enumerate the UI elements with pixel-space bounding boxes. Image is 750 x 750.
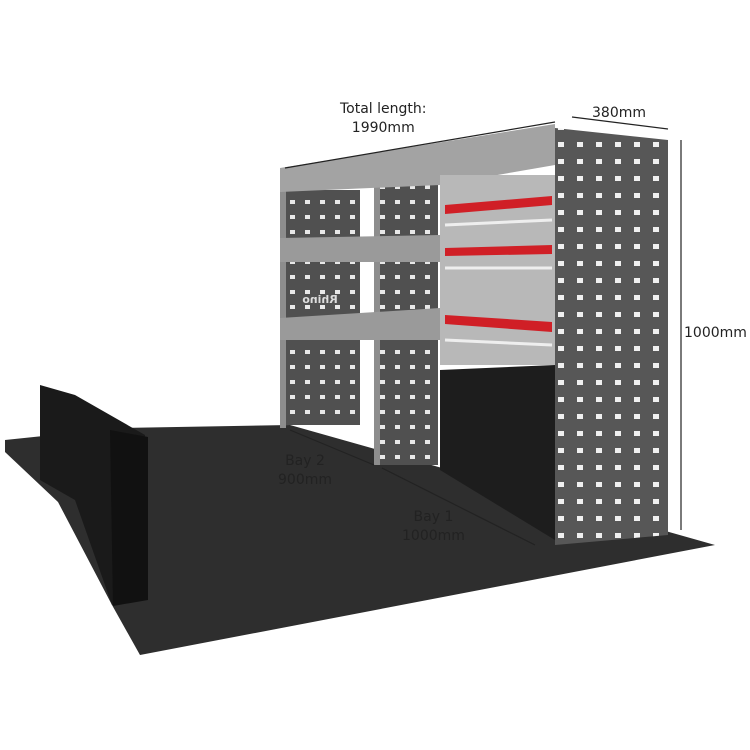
height-value: 1000mm bbox=[684, 325, 747, 341]
bay2-label: Bay 2 900mm bbox=[278, 452, 332, 490]
bay2-value: 900mm bbox=[278, 472, 332, 488]
bay1-label: Bay 1 1000mm bbox=[402, 508, 465, 546]
drawer-handle bbox=[445, 245, 552, 256]
bay2-text: Bay 2 bbox=[285, 453, 325, 469]
storage-box bbox=[440, 365, 555, 540]
drawer-handle bbox=[445, 196, 552, 214]
total-length-text: Total length: bbox=[340, 101, 427, 117]
drawer-handle bbox=[445, 315, 552, 332]
total-length-label: Total length: 1990mm bbox=[340, 100, 427, 138]
bay1-value: 1000mm bbox=[402, 528, 465, 544]
depth-value: 380mm bbox=[592, 105, 646, 121]
total-length-value: 1990mm bbox=[351, 120, 415, 136]
bay1-text: Bay 1 bbox=[413, 509, 454, 525]
end-panel bbox=[555, 128, 668, 545]
frame-post bbox=[280, 170, 286, 428]
bulkhead-face bbox=[110, 430, 148, 606]
dimension-lines bbox=[284, 116, 682, 546]
shelf bbox=[280, 308, 440, 340]
rhino-logo: Rhino bbox=[302, 293, 338, 306]
van-floor bbox=[5, 425, 715, 655]
back-panel bbox=[285, 190, 360, 425]
shelf bbox=[280, 235, 440, 262]
